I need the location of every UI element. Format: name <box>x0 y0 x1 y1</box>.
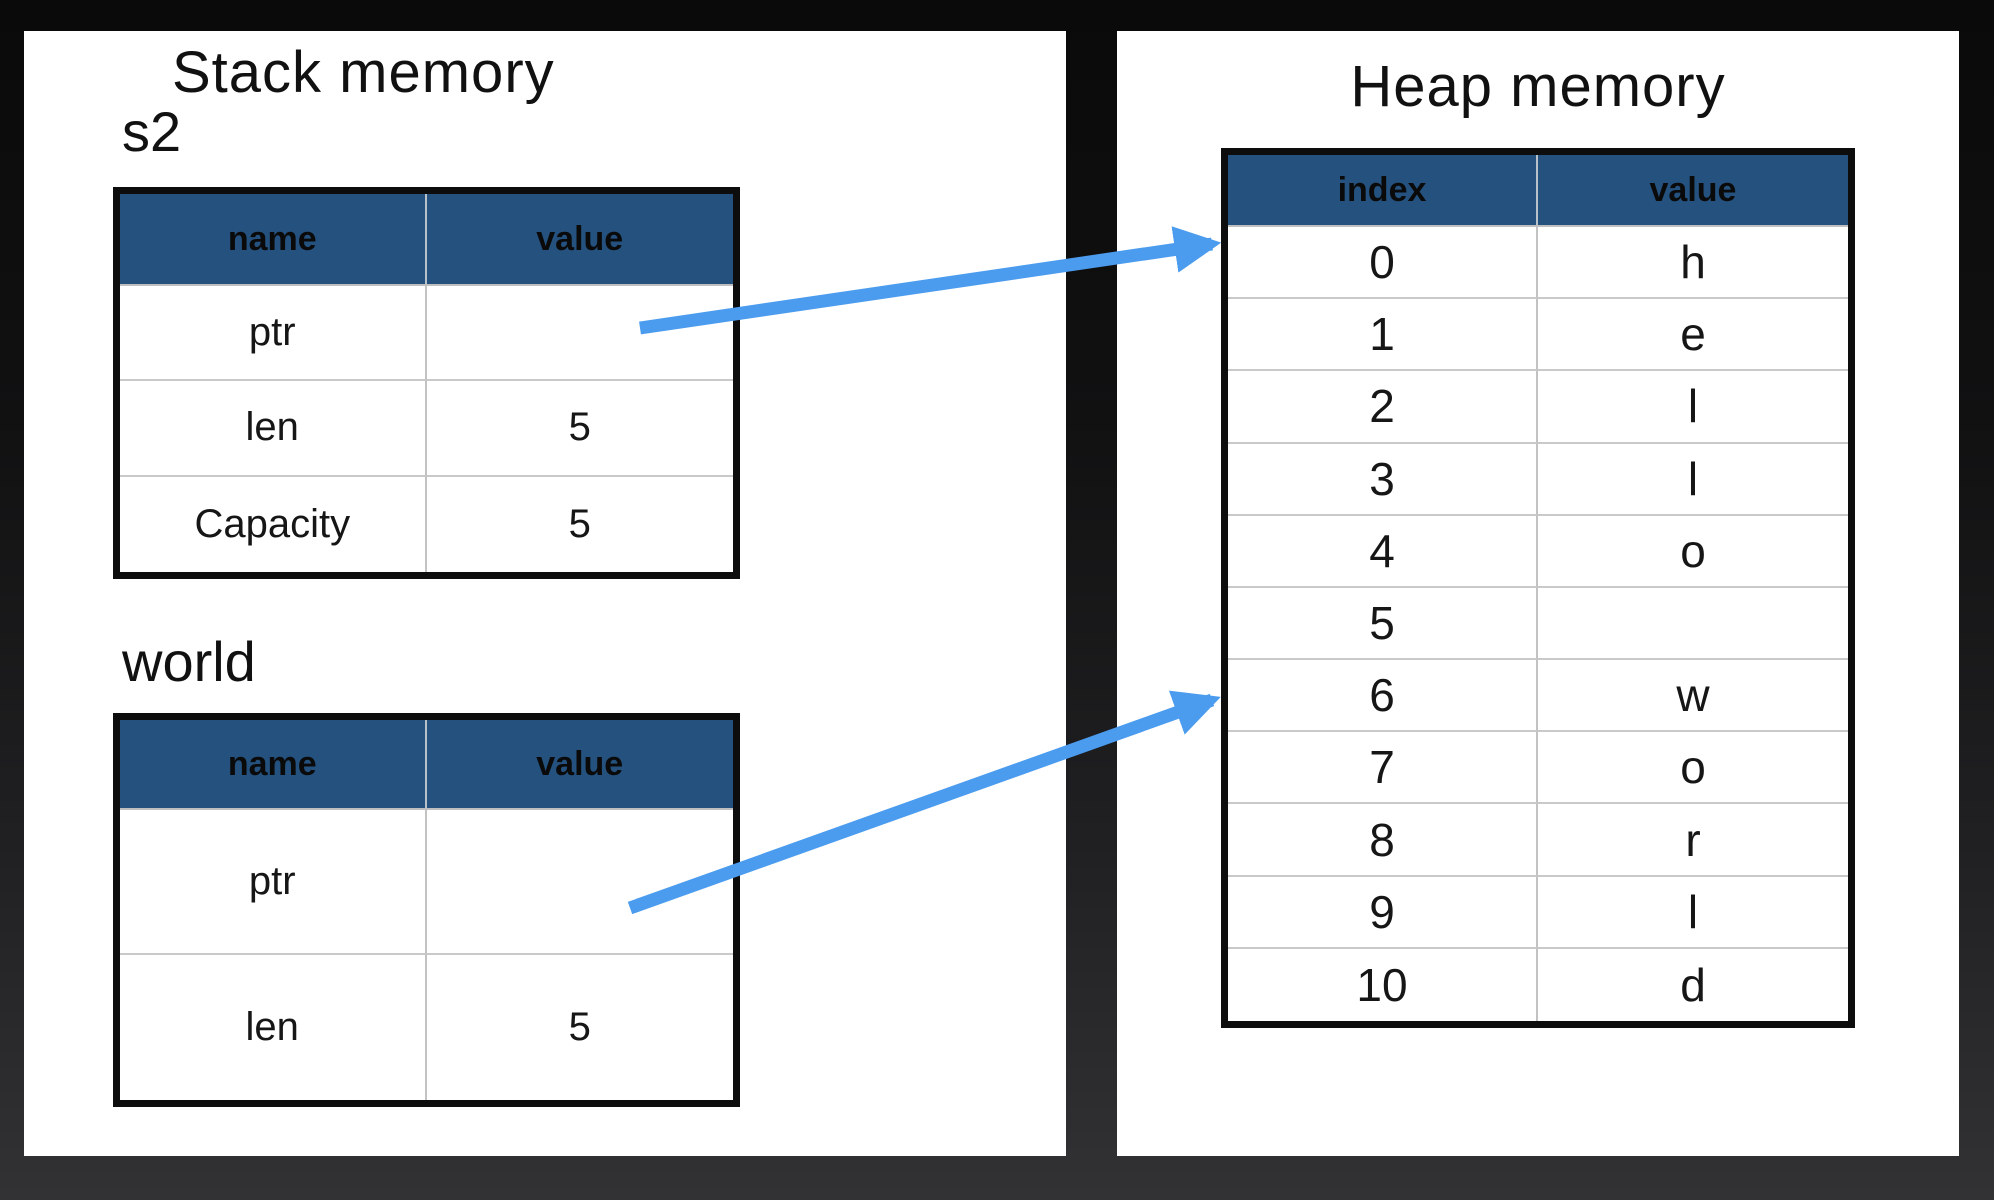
table-cell: 5 <box>568 1005 591 1049</box>
column-header-name: name <box>120 194 427 286</box>
table-cell: 5 <box>1228 587 1538 661</box>
table-cell: 4 <box>1228 515 1538 588</box>
table-cell: 1 <box>1228 299 1538 372</box>
table-cell: 2 <box>1228 371 1538 444</box>
table-cell: 8 <box>1228 804 1538 877</box>
table-cell: o <box>1538 516 1848 588</box>
table-cell <box>426 810 733 955</box>
table-cell: l <box>1538 444 1848 516</box>
table-cell: 9 <box>1228 876 1538 949</box>
table-cell: Capacity <box>120 476 427 572</box>
table-cell: ptr <box>120 286 427 382</box>
table-cell: d <box>1680 958 1706 1011</box>
table-cell: ptr <box>120 810 427 955</box>
table-cell: len <box>120 955 427 1100</box>
table-cell: e <box>1538 299 1848 372</box>
table-cell: 3 <box>1228 443 1538 516</box>
table-cell: o <box>1538 732 1848 805</box>
stack-memory-title: Stack memory <box>172 40 555 105</box>
table-cell: 7 <box>1228 732 1538 805</box>
column-header-value: value <box>426 720 733 810</box>
table-cell <box>426 286 733 382</box>
table-cell <box>1538 588 1848 661</box>
column-header-value: value <box>1538 155 1848 227</box>
heap-memory-title: Heap memory <box>1350 54 1726 119</box>
table-cell: 5 <box>568 501 591 546</box>
column-header-index: index <box>1228 155 1538 227</box>
table-cell: l <box>1538 371 1848 444</box>
table-cell: w <box>1538 660 1848 733</box>
table-cell: 5 <box>426 381 733 477</box>
table-cell: l <box>1538 877 1848 949</box>
table-cell: len <box>120 381 427 477</box>
table-cell: 10 <box>1228 948 1538 1021</box>
column-header-name: name <box>120 720 427 810</box>
table-cell: 0 <box>1228 227 1538 300</box>
table-cell: h <box>1538 227 1848 300</box>
table-cell: r <box>1538 804 1848 877</box>
variable-label-world: world <box>122 630 256 693</box>
table-cell: 6 <box>1228 660 1538 733</box>
variable-label-s2: s2 <box>122 100 182 163</box>
column-header-value: value <box>426 194 733 286</box>
